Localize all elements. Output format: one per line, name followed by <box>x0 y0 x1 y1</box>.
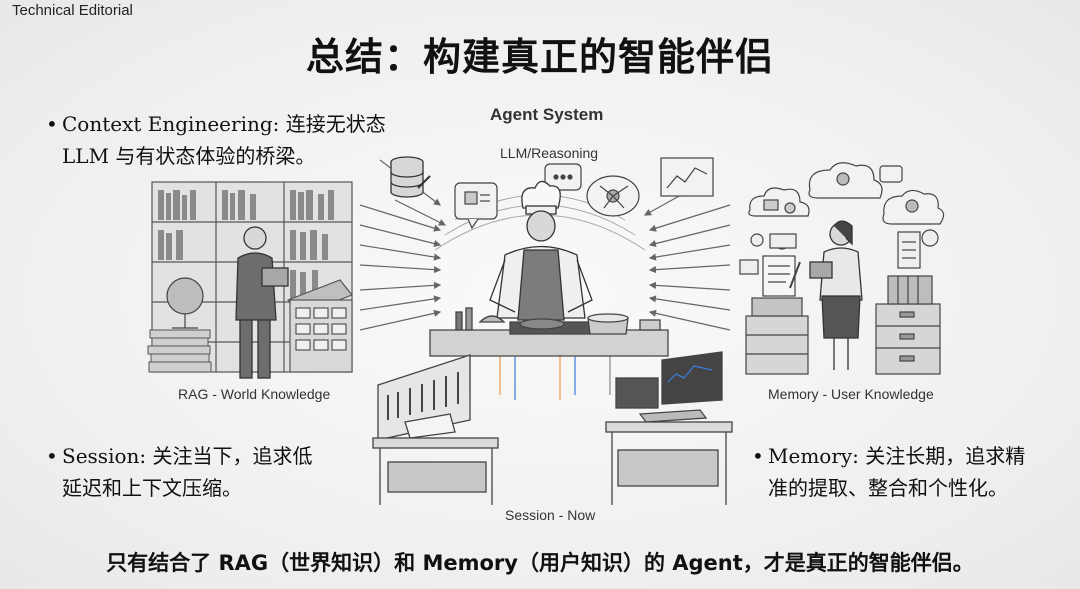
right-arrows <box>643 189 731 331</box>
cooking-counter <box>429 307 669 357</box>
cloud-icons <box>748 162 945 225</box>
assistant-figure <box>809 220 863 370</box>
database-icon <box>390 156 431 198</box>
tool-workbench <box>372 354 499 505</box>
page-title: 总结：构建真正的智能伴侣 <box>305 35 774 79</box>
bullet-session: •Session: 关注当下，追求低 延迟和上下文压缩。 <box>46 440 366 504</box>
network-thought-icon <box>586 175 640 217</box>
llm-reasoning-label: LLM/Reasoning <box>500 145 599 161</box>
chef-figure <box>489 180 593 321</box>
bullet-dot: • <box>46 444 58 468</box>
brand-label: Technical Editorial <box>12 2 133 19</box>
session-now-label: Session - Now <box>505 507 596 523</box>
computer-workstation <box>605 351 733 505</box>
bullet-dot: • <box>752 444 764 468</box>
left-arrows <box>359 159 447 331</box>
agent-system-label: Agent System <box>490 105 604 124</box>
bullet-dot: • <box>46 112 58 136</box>
book-stack <box>147 329 212 373</box>
rag-world-knowledge-label: RAG - World Knowledge <box>178 386 331 402</box>
memory-user-knowledge-label: Memory - User Knowledge <box>768 386 934 402</box>
librarian-figure <box>235 226 289 379</box>
bullet-context-engineering: •Context Engineering: 连接无状态 LLM 与有状态体验的桥… <box>46 108 426 172</box>
chat-bubble-icon <box>454 163 582 230</box>
conclusion-text: 只有结合了 RAG（世界知识）和 Memory（用户知识）的 Agent，才是真… <box>106 551 974 575</box>
filing-cabinets <box>745 275 941 375</box>
globe <box>166 277 204 329</box>
bullet-memory: •Memory: 关注长期，追求精 准的提取、整合和个性化。 <box>752 440 1072 504</box>
card-catalogue <box>287 279 353 373</box>
chart-screen-icon <box>660 157 714 197</box>
memory-widgets <box>739 229 939 297</box>
